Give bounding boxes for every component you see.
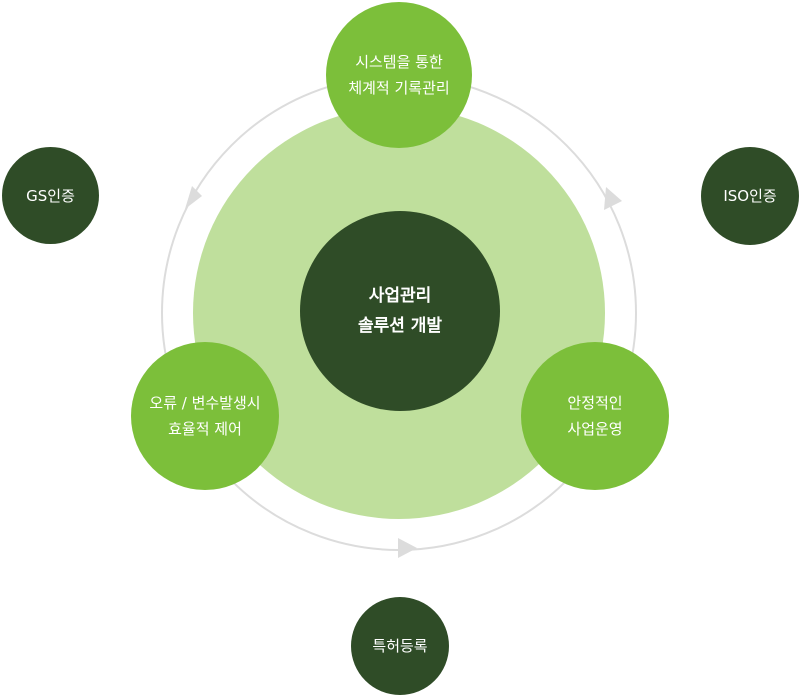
process-node-control-line2: 효율적 제어 <box>168 420 242 438</box>
certification-iso: ISO인증 <box>701 147 799 245</box>
core-title-line2: 솔루션 개발 <box>357 316 443 336</box>
process-node-operation-line2: 사업운영 <box>567 420 623 438</box>
cycle-arrow-bottom <box>398 538 417 558</box>
process-node-record-line2: 체계적 기록관리 <box>348 79 450 97</box>
certification-patent-label: 특허등록 <box>372 637 428 655</box>
process-node-control-line1: 오류 / 변수발생시 <box>149 394 261 412</box>
process-node-record-line1: 시스템을 통한 <box>355 53 443 71</box>
cycle-arrow-upper-left <box>185 186 202 209</box>
process-node-operation-line1: 안정적인 <box>567 394 623 412</box>
certification-iso-label: ISO인증 <box>723 187 777 205</box>
certification-gs: GS인증 <box>2 147 99 244</box>
core-title-line1: 사업관리 <box>368 286 432 306</box>
process-node-control: 오류 / 변수발생시 효율적 제어 <box>131 342 279 490</box>
cycle-arrow-upper-right <box>604 187 622 210</box>
certification-patent: 특허등록 <box>351 597 449 695</box>
process-node-record: 시스템을 통한 체계적 기록관리 <box>326 2 472 148</box>
core-circle: 사업관리 솔루션 개발 <box>300 211 500 411</box>
process-node-operation: 안정적인 사업운영 <box>521 342 669 490</box>
certification-gs-label: GS인증 <box>26 186 75 205</box>
